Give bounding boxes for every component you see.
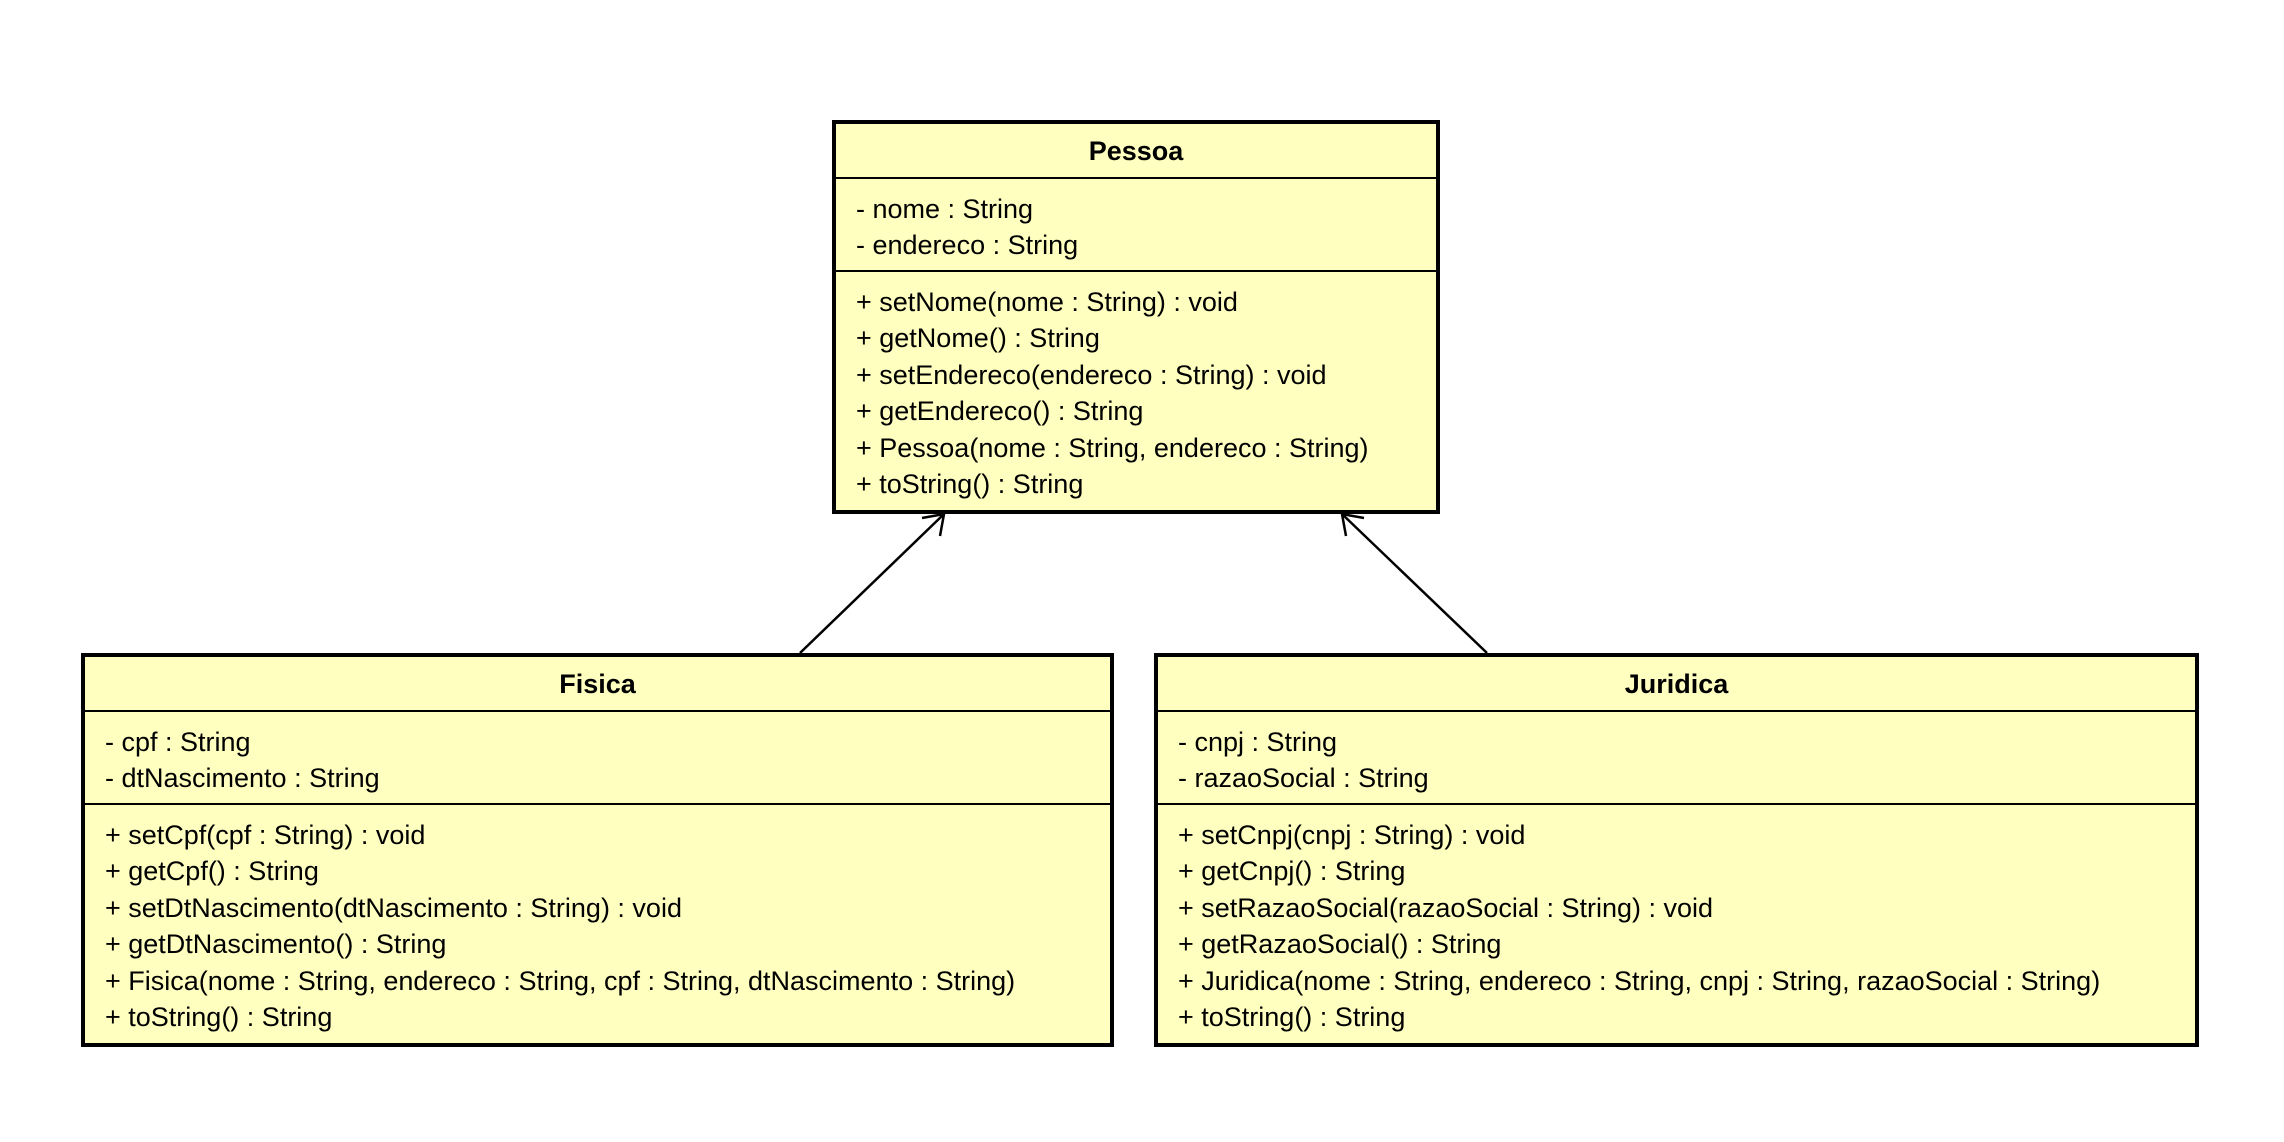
class-name: Fisica xyxy=(85,657,1110,712)
class-name: Pessoa xyxy=(836,124,1436,179)
attribute-row: - endereco : String xyxy=(856,230,1079,261)
method-row: + Juridica(nome : String, endereco : Str… xyxy=(1178,965,2101,996)
attributes-compartment: - nome : String - endereco : String xyxy=(836,179,1436,272)
method-row: + getEndereco() : String xyxy=(856,396,1144,427)
method-row: + setCpf(cpf : String) : void xyxy=(105,820,426,850)
open-arrowhead-icon xyxy=(921,512,946,537)
method-row: + setNome(nome : String) : void xyxy=(856,287,1238,317)
attribute-row: - cnpj : String xyxy=(1178,727,1338,757)
association-fisica-to-pessoa xyxy=(799,512,946,654)
open-arrowhead-icon xyxy=(1340,512,1365,537)
association-line xyxy=(799,513,945,654)
attribute-row: - razaoSocial : String xyxy=(1178,763,1429,794)
method-row: + getCnpj() : String xyxy=(1178,856,1406,887)
method-row: + setEndereco(endereco : String) : void xyxy=(856,359,1327,390)
method-row: + setCnpj(cnpj : String) : void xyxy=(1178,820,1526,850)
method-row: + toString() : String xyxy=(1178,1002,1406,1033)
method-row: + setRazaoSocial(razaoSocial : String) :… xyxy=(1178,892,1714,923)
method-row: + setDtNascimento(dtNascimento : String)… xyxy=(105,892,682,923)
methods-compartment: + setCpf(cpf : String) : void + getCpf()… xyxy=(85,805,1110,1041)
attributes-compartment: - cnpj : String - razaoSocial : String xyxy=(1158,712,2195,805)
method-row: + Fisica(nome : String, endereco : Strin… xyxy=(105,965,1016,996)
attributes-compartment: - cpf : String - dtNascimento : String xyxy=(85,712,1110,805)
association-line xyxy=(1341,513,1488,654)
method-row: + getDtNascimento() : String xyxy=(105,929,447,960)
methods-compartment: + setNome(nome : String) : void + getNom… xyxy=(836,272,1436,508)
class-name: Juridica xyxy=(1158,657,2195,712)
methods-compartment: + setCnpj(cnpj : String) : void + getCnp… xyxy=(1158,805,2195,1041)
method-row: + toString() : String xyxy=(105,1002,333,1033)
method-row: + toString() : String xyxy=(856,469,1084,500)
class-box-pessoa[interactable]: Pessoa - nome : String - endereco : Stri… xyxy=(832,120,1440,514)
attribute-row: - cpf : String xyxy=(105,727,251,757)
method-row: + getCpf() : String xyxy=(105,856,319,887)
class-box-fisica[interactable]: Fisica - cpf : String - dtNascimento : S… xyxy=(81,653,1114,1047)
method-row: + getRazaoSocial() : String xyxy=(1178,929,1502,960)
attribute-row: - dtNascimento : String xyxy=(105,763,380,794)
class-box-juridica[interactable]: Juridica - cnpj : String - razaoSocial :… xyxy=(1154,653,2199,1047)
association-juridica-to-pessoa xyxy=(1340,512,1488,654)
method-row: + Pessoa(nome : String, endereco : Strin… xyxy=(856,432,1369,463)
method-row: + getNome() : String xyxy=(856,323,1100,354)
attribute-row: - nome : String xyxy=(856,194,1034,224)
